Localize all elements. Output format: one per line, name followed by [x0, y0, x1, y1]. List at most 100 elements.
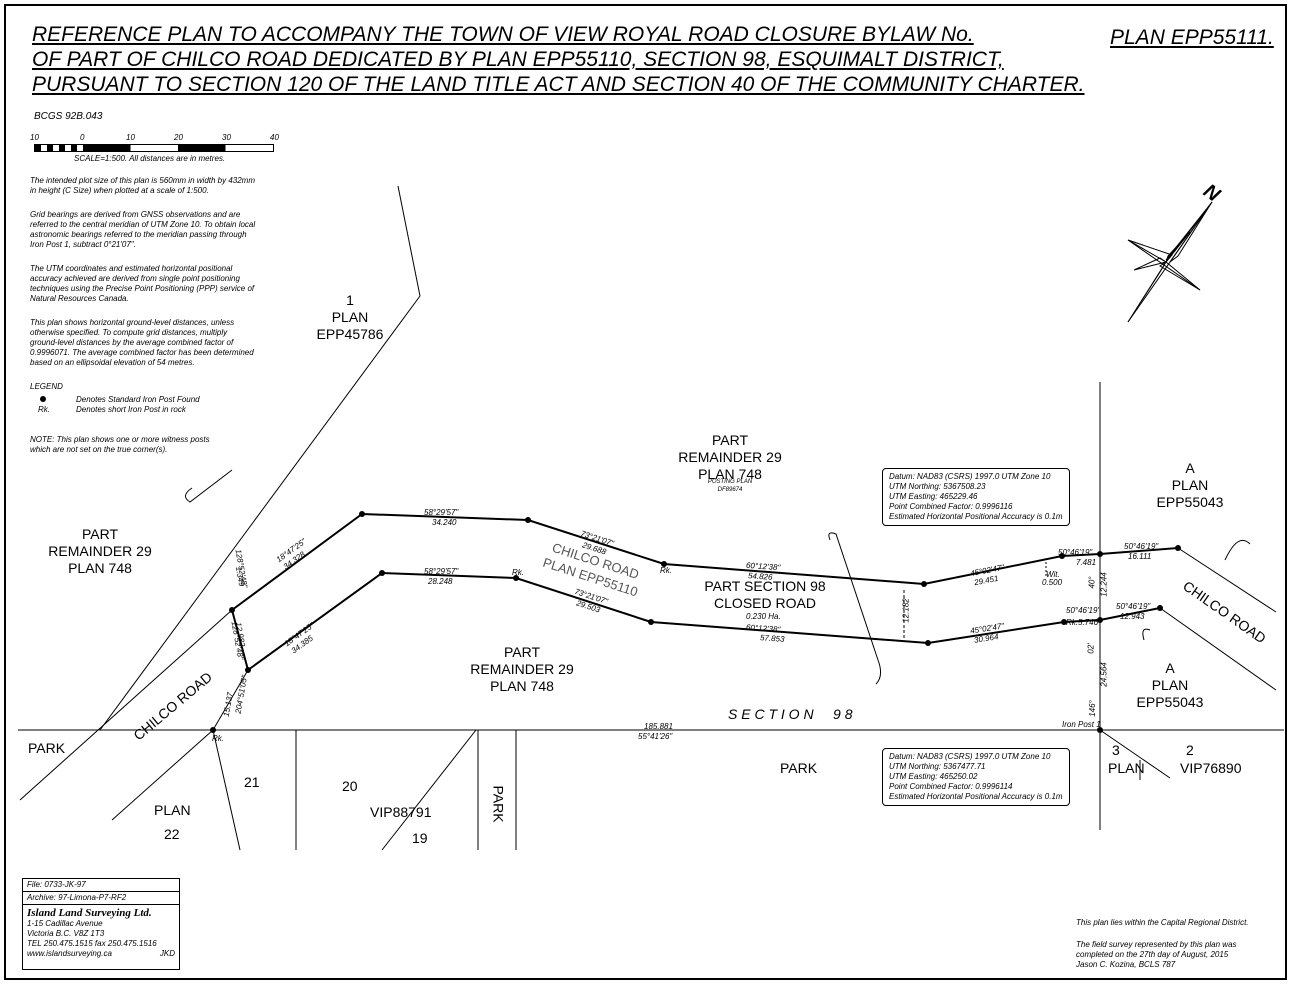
parcel-text: EPP55043: [1156, 494, 1224, 510]
coord-line: Point Combined Factor: 0.9996116: [889, 502, 1013, 511]
dim-distance: 12.244: [1099, 572, 1109, 597]
firm-web: www.islandsurveying.ca JKD: [23, 949, 179, 959]
note-line: The UTM coordinates and estimated horizo…: [30, 264, 233, 273]
firm-address: 1-15 Cadillac Avenue: [27, 919, 103, 928]
coord-line: Estimated Horizontal Positional Accuracy…: [889, 512, 1063, 521]
hook-arc: [828, 532, 882, 685]
closed-road-label: PART SECTION 98 CLOSED ROAD: [700, 578, 830, 612]
note-line: Grid bearings are derived from GNSS obse…: [30, 210, 241, 219]
note-line: NOTE: This plan shows one or more witnes…: [30, 435, 210, 444]
iron-post-icon: [210, 727, 216, 733]
parcel-text: PART: [81, 526, 119, 542]
crd-note: This plan lies within the Capital Region…: [1076, 918, 1249, 928]
legend-heading: LEGEND: [30, 382, 63, 391]
iron-post-icon: [359, 511, 365, 517]
iron-post-icon: [513, 575, 519, 581]
iron-post-icon: [1175, 545, 1181, 551]
lot-19-label: 19: [412, 830, 428, 846]
parcel-text: PLAN: [1171, 477, 1209, 493]
footer-line: The field survey represented by this pla…: [1076, 940, 1237, 949]
plan-sw-label: PLAN: [154, 802, 191, 818]
firm-website: www.islandsurveying.ca: [27, 949, 112, 958]
parcel-text: PLAN: [331, 309, 369, 325]
lot-2-label: 2: [1186, 742, 1194, 758]
parcel-text: REMAINDER 29: [48, 543, 152, 559]
plan-title: REFERENCE PLAN TO ACCOMPANY THE TOWN OF …: [32, 22, 1085, 97]
coordinate-box-south: Datum: NAD83 (CSRS) 1997.0 UTM Zone 10 U…: [882, 748, 1070, 806]
firm-name: Island Land Surveying Ltd.: [27, 907, 152, 919]
dim-distance: 57.853: [759, 633, 785, 644]
lot-line: [381, 729, 477, 851]
note-distances: This plan shows horizontal ground-level …: [30, 318, 280, 368]
coord-line: UTM Easting: 465229.46: [889, 492, 978, 501]
park-west-label: PARK: [28, 740, 66, 756]
parcel-text: DF89674: [717, 487, 743, 493]
note-line: accuracy achieved are derived from singl…: [30, 274, 240, 283]
parcel-boundary: [99, 295, 421, 731]
survey-note: The field survey represented by this pla…: [1076, 940, 1237, 970]
parcel-text: EPP45786: [316, 326, 384, 342]
footer-line: completed on the 27th day of August, 201…: [1076, 950, 1229, 959]
lot-21-label: 21: [244, 774, 260, 790]
vip88791-label: VIP88791: [370, 804, 432, 820]
hook-arc: [1224, 540, 1251, 561]
parcel-boundary: [397, 185, 421, 297]
iron-post-icon: [925, 640, 931, 646]
parcel-text: REMAINDER 29: [470, 661, 574, 677]
dim-distance: 7.481: [1076, 558, 1097, 567]
file-number: File: 0733-JK-97: [23, 879, 179, 892]
witness-distance: 0.500: [1042, 578, 1063, 587]
coord-line: UTM Northing: 5367508.23: [889, 482, 986, 491]
note-line: referred to the central meridian of UTM …: [30, 220, 256, 229]
rock-symbol: Rk.: [38, 405, 50, 414]
dim-bearing: 146°: [1087, 700, 1097, 717]
park-south-label: PARK: [780, 760, 818, 776]
parcel-text: POSTING PLAN: [707, 479, 753, 485]
note-line: Iron Post 1, subtract 0°21'07".: [30, 240, 136, 249]
dim-bearing: 50°46'19": [1066, 606, 1101, 615]
dim-distance: 24.564: [1099, 662, 1109, 687]
lot-line: [212, 729, 241, 851]
dim-distance: 34.240: [432, 518, 457, 527]
note-line: techniques using the Precise Point Posit…: [30, 284, 255, 293]
hook-arc: [1142, 628, 1151, 641]
rock-symbol: Rk.: [1066, 618, 1078, 627]
note-bearings: Grid bearings are derived from GNSS obse…: [30, 210, 280, 250]
iron-post-icon: [921, 581, 927, 587]
coord-line: Datum: NAD83 (CSRS) 1997.0 UTM Zone 10: [889, 752, 1051, 761]
title-line-1: REFERENCE PLAN TO ACCOMPANY THE TOWN OF …: [32, 23, 974, 46]
road-edge: [212, 669, 249, 731]
dim-bearing: 40°: [1087, 576, 1097, 589]
coord-line: Point Combined Factor: 0.9996114: [889, 782, 1013, 791]
parcel-remainder-west-label: PART REMAINDER 29 PLAN 748: [40, 526, 160, 577]
parcel-text: PLAN 748: [68, 560, 132, 576]
scale-bar: [34, 144, 274, 152]
width-dimension: 12.182: [901, 598, 911, 623]
parcel-text: PART: [711, 432, 749, 448]
note-line: based on an ellipsoidal elevation of 54 …: [30, 358, 195, 367]
plan-se-label: PLAN: [1108, 760, 1145, 776]
title-line-2: OF PART OF CHILCO ROAD DEDICATED BY PLAN…: [32, 48, 1004, 71]
lot-line: [1099, 729, 1171, 779]
lot-20-label: 20: [342, 778, 358, 794]
road-edge: [1177, 547, 1277, 613]
scale-tick: 30: [222, 133, 231, 142]
scale-caption: SCALE=1:500. All distances are in metres…: [74, 154, 226, 163]
dim-bearing: 58°29'57": [424, 508, 459, 517]
road-edge: [1159, 607, 1277, 691]
rock-symbol: Rk.: [660, 566, 672, 575]
coord-line: Datum: NAD83 (CSRS) 1997.0 UTM Zone 10: [889, 472, 1051, 481]
parcel-text: PLAN: [1151, 677, 1189, 693]
parcel-text: EPP55043: [1136, 694, 1204, 710]
iron-post-icon: [1097, 551, 1103, 557]
firm-phone: TEL 250.475.1515 fax 250.475.1516: [27, 939, 157, 948]
south-boundary: [247, 571, 1161, 671]
vip76890-label: VIP76890: [1180, 760, 1242, 776]
note-utm: The UTM coordinates and estimated horizo…: [30, 264, 280, 304]
rock-symbol: Rk.: [212, 734, 224, 743]
legend-item-rock-post: Rk.Denotes short Iron Post in rock: [38, 405, 186, 415]
north-arrow-icon: [1127, 201, 1213, 323]
parcel-text: PART: [503, 644, 541, 660]
scale-tick: 10: [30, 133, 39, 142]
